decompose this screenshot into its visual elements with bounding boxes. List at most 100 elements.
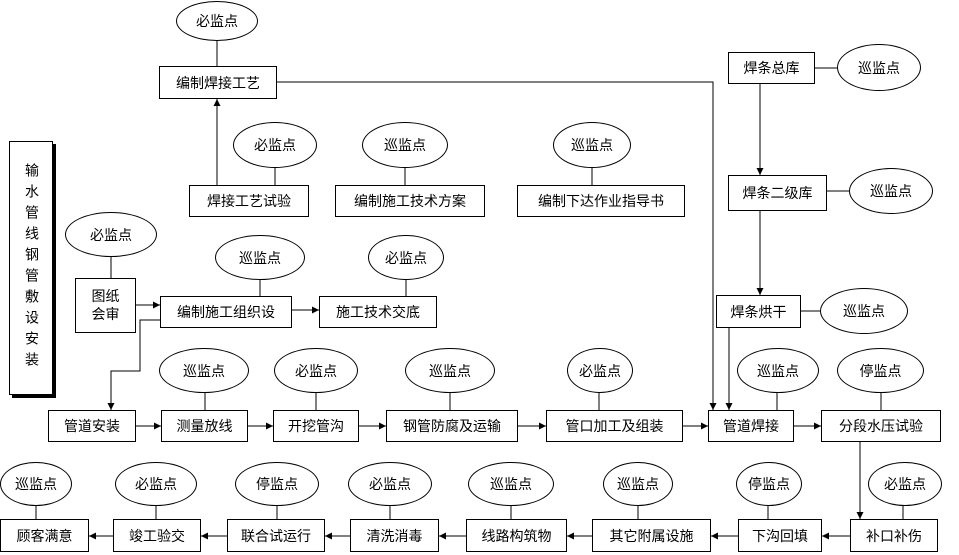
node-label: 焊条烘干 [730, 304, 787, 321]
node-drawing-review: 图纸 会审 [75, 278, 136, 333]
checkpoint-label: 巡监点 [15, 477, 57, 493]
checkpoint-weld-process: 必监点 [176, 1, 258, 41]
node-weld-test: 焊接工艺试验 [189, 185, 309, 217]
checkpoint-label: 巡监点 [239, 250, 281, 267]
checkpoint-work-guide: 巡监点 [553, 122, 631, 168]
checkpoint-label: 停监点 [748, 477, 790, 493]
checkpoint-label: 必监点 [385, 250, 427, 267]
checkpoint-label: 巡监点 [384, 138, 426, 154]
node-survey: 测量放线 [161, 410, 248, 442]
checkpoint-weld-test: 必监点 [233, 122, 317, 168]
node-label: 测量放线 [176, 419, 233, 435]
checkpoint-acceptance: 必监点 [115, 462, 197, 506]
checkpoint-label: 巡监点 [858, 60, 900, 77]
checkpoint-label: 必监点 [90, 227, 132, 244]
node-label: 其它附属设施 [609, 528, 694, 545]
checkpoint-structures: 巡监点 [468, 462, 554, 506]
node-facilities: 其它附属设施 [592, 519, 711, 552]
checkpoint-survey: 巡监点 [159, 348, 249, 393]
checkpoint-trench: 必监点 [274, 348, 358, 393]
node-label: 施工技术交底 [336, 305, 420, 321]
node-label: 分段水压试验 [839, 419, 923, 435]
checkpoint-construction-plan: 巡监点 [362, 122, 448, 168]
checkpoint-facilities: 巡监点 [603, 462, 673, 506]
checkpoint-backfill: 停监点 [736, 462, 802, 506]
checkpoint-label: 巡监点 [571, 138, 613, 154]
checkpoint-label: 巡监点 [429, 363, 471, 380]
node-label: 线路构筑物 [481, 528, 552, 545]
node-pipe-welding: 管道焊接 [708, 410, 794, 442]
node-label: 编制下达作业指导书 [538, 194, 664, 210]
node-label-line2: 会审 [91, 306, 120, 323]
checkpoint-label: 必监点 [135, 477, 177, 493]
node-label: 开挖管沟 [288, 419, 344, 435]
node-label: 清洗消毒 [366, 528, 423, 545]
diagram-title: 输水管线钢管敷设安装 [23, 163, 39, 373]
node-label: 编制施工组织设 [177, 305, 275, 321]
checkpoint-rod-main-store: 巡监点 [837, 44, 921, 91]
node-weld-process: 编制焊接工艺 [159, 66, 277, 99]
checkpoint-label: 巡监点 [843, 304, 885, 320]
checkpoint-label: 必监点 [579, 363, 621, 380]
checkpoint-repair: 必监点 [868, 462, 942, 506]
node-label: 补口补伤 [866, 528, 922, 545]
node-work-guide: 编制下达作业指导书 [517, 185, 685, 217]
node-org-design: 编制施工组织设 [160, 296, 292, 328]
node-label: 管道安装 [64, 419, 120, 435]
node-label: 下沟回填 [752, 528, 808, 545]
checkpoint-org-design: 巡监点 [215, 235, 305, 280]
node-rod-baking: 焊条烘干 [716, 295, 801, 328]
node-rod-main-store: 焊条总库 [728, 52, 815, 84]
checkpoint-label: 巡监点 [490, 477, 532, 493]
checkpoint-drawing-review: 必监点 [65, 212, 157, 257]
checkpoint-label: 必监点 [369, 477, 411, 493]
checkpoint-label: 巡监点 [617, 477, 659, 493]
checkpoint-label: 巡监点 [870, 184, 912, 200]
node-label-line1: 图纸 [91, 288, 120, 305]
node-trial-run: 联合试运行 [227, 519, 325, 552]
checkpoint-label: 巡监点 [757, 363, 799, 380]
node-label: 编制施工技术方案 [354, 194, 466, 210]
diagram-title-box: 输水管线钢管敷设安装 [9, 141, 53, 395]
node-label: 管道焊接 [723, 419, 779, 435]
checkpoint-rod-secondary-store: 巡监点 [849, 168, 933, 214]
checkpoint-satisfaction: 巡监点 [0, 462, 72, 506]
node-disinfection: 清洗消毒 [350, 519, 439, 552]
node-label: 管口加工及组装 [565, 419, 664, 435]
checkpoint-pressure-test: 停监点 [837, 348, 924, 393]
node-tech-disclosure: 施工技术交底 [319, 296, 437, 328]
node-construction-plan: 编制施工技术方案 [335, 185, 485, 217]
node-anticorrosion: 钢管防腐及运输 [386, 410, 518, 442]
node-pressure-test: 分段水压试验 [821, 410, 941, 442]
checkpoint-rod-baking: 巡监点 [820, 288, 908, 334]
checkpoint-mouth-process: 必监点 [567, 348, 633, 393]
node-label: 编制焊接工艺 [176, 75, 260, 92]
checkpoint-tech-disclosure: 必监点 [368, 235, 444, 280]
node-label: 顾客满意 [16, 528, 73, 545]
node-satisfaction: 顾客满意 [0, 519, 89, 552]
checkpoint-label: 必监点 [196, 14, 238, 30]
checkpoint-label: 必监点 [254, 138, 296, 154]
node-trench: 开挖管沟 [273, 410, 359, 442]
checkpoint-label: 停监点 [859, 363, 902, 380]
node-label: 联合试运行 [241, 528, 311, 545]
checkpoint-pipe-welding: 巡监点 [737, 348, 819, 393]
checkpoint-label: 巡监点 [183, 363, 225, 380]
node-rod-secondary-store: 焊条二级库 [728, 175, 827, 211]
node-label: 焊接工艺试验 [207, 194, 291, 210]
checkpoint-disinfection: 必监点 [348, 462, 432, 506]
node-label: 焊条总库 [743, 61, 800, 77]
node-repair: 补口补伤 [850, 519, 938, 552]
checkpoint-anticorrosion: 巡监点 [405, 348, 495, 393]
node-structures: 线路构筑物 [466, 519, 567, 552]
checkpoint-label: 必监点 [295, 363, 337, 380]
checkpoint-label: 停监点 [256, 477, 298, 493]
node-acceptance: 竣工验交 [113, 519, 201, 552]
checkpoint-label: 必监点 [884, 477, 926, 493]
node-label: 焊条二级库 [742, 186, 813, 202]
node-backfill: 下沟回填 [738, 519, 822, 552]
node-label: 钢管防腐及运输 [403, 419, 501, 435]
node-label: 竣工验交 [129, 528, 185, 545]
